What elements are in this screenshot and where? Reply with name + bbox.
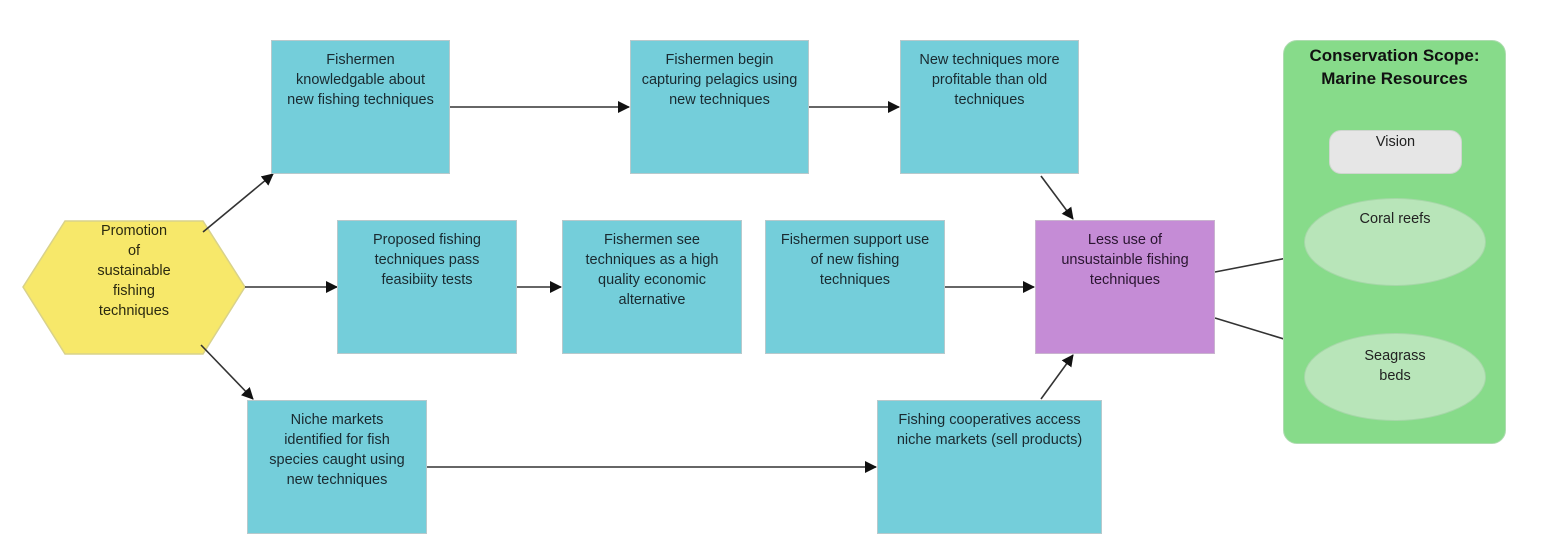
- edge-arrow-profitable-to-less_use[interactable]: [1040, 175, 1074, 220]
- conservation-scope-box[interactable]: Conservation Scope: Marine Resources Vis…: [1283, 40, 1506, 444]
- edge-arrow-promotion-to-knowledgeable[interactable]: [202, 173, 274, 233]
- result-node-capturing[interactable]: Fishermen begin capturing pelagics using…: [630, 40, 809, 174]
- result-node-cooperatives[interactable]: Fishing cooperatives access niche market…: [877, 400, 1102, 534]
- result-node-see-alternative[interactable]: Fishermen see techniques as a high quali…: [562, 220, 742, 354]
- target-label: Coral reefs: [1359, 211, 1431, 227]
- target-node-seagrass-beds[interactable]: Seagrass beds: [1304, 333, 1486, 421]
- threat-reduction-label: Less use of unsustainble fishing techniq…: [1061, 232, 1189, 288]
- strategy-label: Promotion of sustainable fishing techniq…: [97, 223, 171, 319]
- edge-arrow-cooperatives-to-less_use[interactable]: [1040, 354, 1074, 400]
- result-label: Niche markets identified for fish specie…: [269, 412, 405, 488]
- result-node-support[interactable]: Fishermen support use of new fishing tec…: [765, 220, 945, 354]
- edge-arrow-promotion-to-niche[interactable]: [200, 344, 254, 400]
- threat-reduction-node[interactable]: Less use of unsustainble fishing techniq…: [1035, 220, 1215, 354]
- result-node-profitable[interactable]: New techniques more profitable than old …: [900, 40, 1079, 174]
- result-label: Fishermen knowledgable about new fishing…: [287, 52, 434, 108]
- scope-title: Conservation Scope: Marine Resources: [1309, 46, 1480, 88]
- result-label: Fishing cooperatives access niche market…: [896, 412, 1083, 448]
- vision-label: Vision: [1375, 134, 1416, 150]
- target-label: Seagrass beds: [1364, 348, 1426, 384]
- target-node-coral-reefs[interactable]: Coral reefs: [1304, 198, 1486, 286]
- vision-node[interactable]: Vision: [1329, 130, 1462, 174]
- result-label: Fishermen see techniques as a high quali…: [585, 232, 719, 308]
- strategy-node[interactable]: Promotion of sustainable fishing techniq…: [23, 221, 245, 354]
- result-node-feasibility[interactable]: Proposed fishing techniques pass feasibi…: [337, 220, 517, 354]
- result-label: New techniques more profitable than old …: [919, 52, 1060, 108]
- result-node-knowledgeable[interactable]: Fishermen knowledgable about new fishing…: [271, 40, 450, 174]
- result-label: Fishermen support use of new fishing tec…: [780, 232, 930, 288]
- result-label: Proposed fishing techniques pass feasibi…: [372, 232, 481, 288]
- strategy-hexagon-shape: [22, 220, 246, 355]
- result-node-niche[interactable]: Niche markets identified for fish specie…: [247, 400, 427, 534]
- result-label: Fishermen begin capturing pelagics using…: [641, 52, 798, 108]
